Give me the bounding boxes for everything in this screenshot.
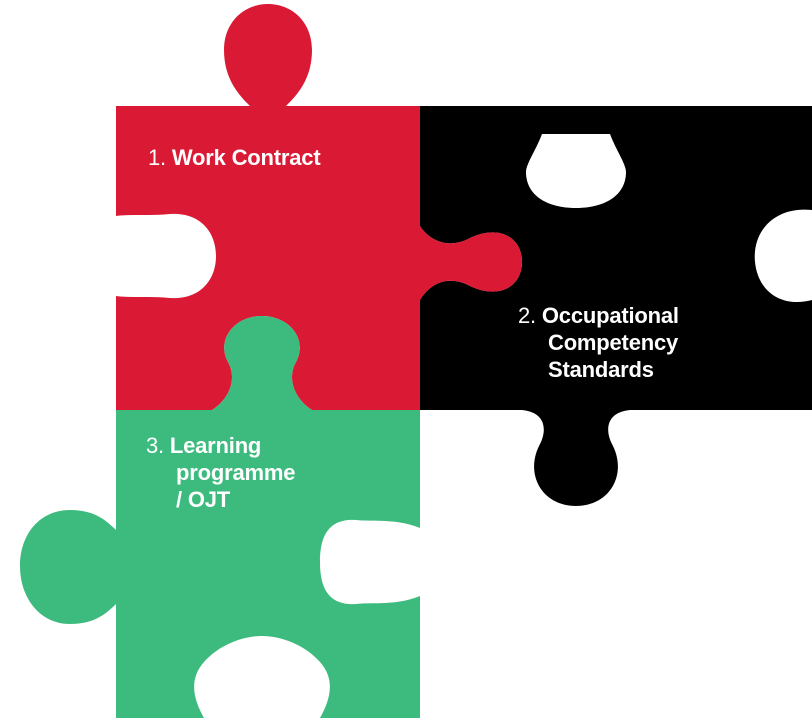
puzzle-piece-work-contract <box>116 4 522 410</box>
learning-programme-number: 3. <box>146 433 164 458</box>
occupational-standards-line-3: Standards <box>548 357 654 382</box>
puzzle-piece-learning-programme <box>20 316 420 718</box>
learning-programme-line-3: / OJT <box>176 487 231 512</box>
occupational-standards-label: 2. Occupational Competency Standards <box>518 302 679 383</box>
work-contract-title: Work Contract <box>171 145 321 170</box>
occupational-standards-number: 2. <box>518 303 536 328</box>
occupational-standards-line-2: Competency <box>548 330 679 355</box>
work-contract-number: 1. <box>148 145 166 170</box>
learning-programme-label: 3. Learning programme / OJT <box>146 432 295 513</box>
learning-programme-line-2: programme <box>176 460 296 485</box>
occupational-standards-line-1: Occupational <box>541 303 679 328</box>
learning-programme-line-1: Learning <box>169 433 262 458</box>
work-contract-label: 1. Work Contract <box>148 144 321 171</box>
puzzle-piece-occupational-standards <box>420 106 812 506</box>
